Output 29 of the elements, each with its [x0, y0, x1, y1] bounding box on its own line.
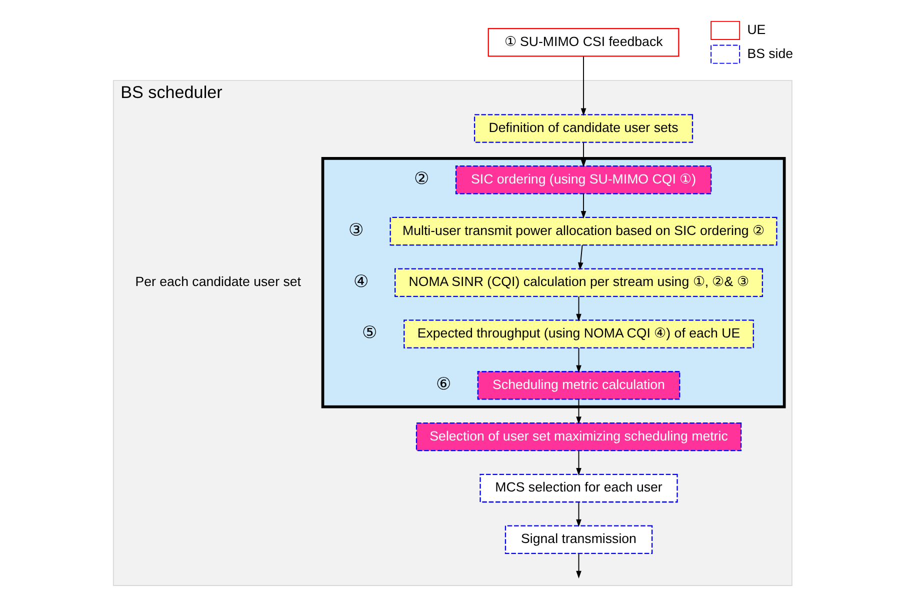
arrow [580, 56, 586, 116]
arrow [576, 398, 581, 424]
cluster [320, 157, 786, 408]
node-box: SIC ordering (using SU-MIMO CQI ①) [454, 166, 712, 194]
label: Per each candidate user set [134, 274, 300, 290]
node-label: ⑤ [361, 323, 376, 342]
node-label: ④ [352, 272, 368, 291]
node-label: ③ [348, 220, 364, 240]
arrow [576, 553, 581, 578]
arrow [576, 450, 581, 476]
node-box: Definition of candidate user sets [474, 114, 693, 143]
arrow [576, 296, 581, 322]
node-box: Scheduling metric calculation [476, 371, 680, 400]
node-box: Signal transmission [504, 525, 652, 554]
arrow [580, 142, 586, 168]
legend-label: BS side [746, 46, 793, 61]
node-label: ⑥ [436, 374, 451, 394]
arrow [577, 244, 583, 270]
arrow [580, 193, 586, 219]
legend-label: UE [746, 22, 766, 37]
arrow [576, 348, 581, 373]
node-box: Multi-user transmit power allocation based on SIC ordering ② [389, 216, 777, 246]
node-label: ② [414, 169, 429, 188]
node-box: NOMA SINR (CQI) calculation per stream using ①, ②& ③ [394, 268, 762, 298]
node-box: Selection of user set maximizing scheduling metric [415, 422, 742, 452]
node-box: Expected throughput (using NOMA CQI ④) of each UE [403, 320, 754, 348]
node-box: ① SU-MIMO CSI feedback [487, 28, 679, 57]
node-box: MCS selection for each user [479, 474, 678, 503]
arrow [576, 502, 581, 527]
